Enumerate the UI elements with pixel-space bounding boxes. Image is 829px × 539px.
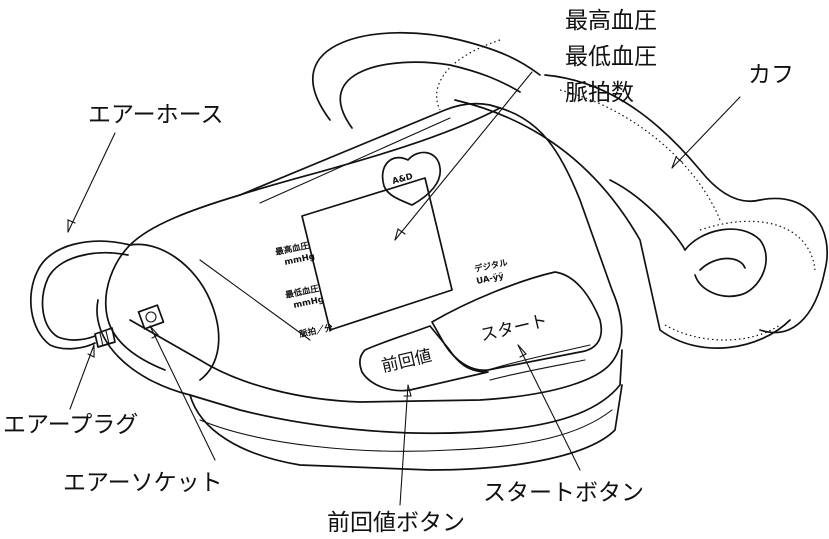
prev-value-button[interactable]: 前回値 xyxy=(380,346,434,377)
label-air-hose: エアーホース xyxy=(88,102,223,128)
air-plug xyxy=(94,327,116,348)
label-air-socket: エアーソケット xyxy=(63,470,223,496)
start-button[interactable]: スタート xyxy=(479,311,550,346)
button-panel xyxy=(359,271,603,392)
cuff xyxy=(454,74,828,349)
display-window xyxy=(301,177,453,331)
brand-logo: A&D xyxy=(381,151,441,206)
label-pulse: 脈拍数 xyxy=(565,80,634,106)
air-socket xyxy=(137,304,165,330)
label-air-plug: エアープラグ xyxy=(3,412,138,438)
air-hose xyxy=(29,240,131,350)
leader-lines xyxy=(67,71,741,506)
cuff-tube xyxy=(312,31,541,129)
model-text-1: デジタル xyxy=(473,257,509,275)
label-start-button: スタートボタン xyxy=(483,480,644,506)
label-systolic: 最高血圧 xyxy=(565,8,657,34)
label-cuff: カフ xyxy=(748,62,794,88)
label-diastolic: 最低血圧 xyxy=(565,44,657,70)
device-body xyxy=(96,102,623,471)
display-label-pulse: 脈拍／分 xyxy=(298,322,334,340)
label-prev-button: 前回値ボタン xyxy=(327,510,465,536)
